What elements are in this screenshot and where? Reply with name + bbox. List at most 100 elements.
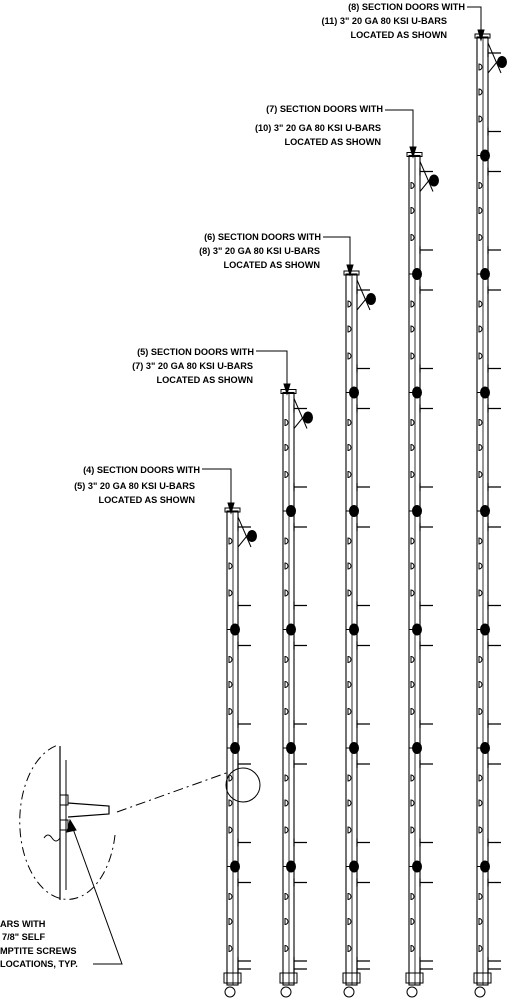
- u-bar: [419, 957, 433, 965]
- detail-note: ARS WITH 7/8" SELF MPTITE SCREWS LOCATIO…: [0, 919, 78, 969]
- screw-mark: [410, 352, 415, 360]
- u-bar: [293, 523, 307, 531]
- u-bar: [419, 404, 433, 413]
- screw-mark: [410, 917, 415, 926]
- screw-mark: [347, 300, 352, 308]
- screw-mark: [478, 325, 483, 333]
- center-line: [116, 771, 230, 813]
- top-roller: [429, 174, 439, 187]
- u-bar: [356, 523, 370, 531]
- u-bar: [237, 957, 251, 965]
- screw-mark: [410, 562, 415, 570]
- door-8-section: [473, 33, 507, 998]
- u-bar: [487, 127, 501, 136]
- screw-mark: [347, 537, 352, 545]
- hinge-roller: [412, 268, 422, 280]
- u-bar: [356, 720, 370, 728]
- u-bar: [487, 641, 501, 650]
- screw-mark: [410, 826, 415, 834]
- u-bar: [419, 601, 433, 610]
- screw-mark: [478, 181, 483, 190]
- bottom-bracket: [405, 972, 424, 984]
- top-cap: [474, 33, 491, 39]
- hinge-roller: [480, 505, 490, 517]
- callout-line: (8) 3" 20 GA 80 KSI U-BARS: [199, 246, 320, 256]
- screw-mark: [410, 470, 415, 479]
- top-bracket: [237, 516, 252, 548]
- screw-mark: [478, 799, 483, 807]
- screw-mark: [410, 325, 415, 333]
- screw-mark: [228, 826, 233, 834]
- u-bar: [419, 965, 433, 973]
- screw-mark: [347, 799, 352, 807]
- bottom-bracket: [473, 972, 492, 984]
- screw-mark: [284, 470, 289, 479]
- callout-line: (6) SECTION DOORS WITH: [204, 232, 321, 242]
- u-bar: [487, 404, 501, 413]
- screw-mark: [347, 655, 352, 664]
- screw-mark: [478, 233, 483, 242]
- u-bar: [419, 167, 433, 176]
- screw-mark: [228, 562, 233, 570]
- screw-mark: [347, 352, 352, 360]
- detail-circle: [19, 744, 116, 900]
- hinge-roller: [349, 860, 359, 873]
- hinge-roller: [286, 742, 296, 754]
- callout-line: (7) SECTION DOORS WITH: [266, 104, 383, 114]
- leader-door-5: [256, 350, 288, 390]
- u-bar: [293, 965, 307, 973]
- screw-mark: [284, 655, 289, 664]
- screw-mark: [478, 892, 483, 901]
- screw-mark: [347, 826, 352, 834]
- top-roller: [497, 56, 507, 68]
- u-bar: [419, 523, 433, 531]
- callout-line: LOCATED AS SHOWN: [285, 137, 382, 147]
- u-bar: [487, 878, 501, 887]
- screw-mark: [478, 206, 483, 215]
- leader-door-4: [202, 468, 232, 509]
- hinge-roller: [349, 742, 359, 754]
- screw-mark: [228, 892, 233, 901]
- door-stile: [408, 154, 421, 986]
- hinge-roller: [286, 505, 296, 517]
- detail-note-line: MPTITE SCREWS: [0, 946, 77, 956]
- screw-mark: [228, 537, 233, 545]
- u-bar: [293, 878, 307, 887]
- hinge-roller: [230, 860, 240, 873]
- callout-line: (5) SECTION DOORS WITH: [137, 347, 254, 357]
- screw-mark: [478, 589, 483, 597]
- u-bar: [356, 838, 370, 847]
- detail-hinge: [59, 794, 69, 806]
- u-bar: [356, 878, 370, 887]
- u-bar: [356, 641, 370, 650]
- u-bar: [293, 404, 307, 413]
- callout-door-6: (6) SECTION DOORS WITH (8) 3" 20 GA 80 K…: [199, 232, 321, 270]
- screw-mark: [228, 707, 233, 716]
- screw-mark: [478, 537, 483, 545]
- hinge-roller: [230, 742, 240, 754]
- screw-mark: [478, 418, 483, 427]
- callout-line: LOCATED AS SHOWN: [157, 375, 254, 385]
- screw-mark: [410, 707, 415, 716]
- screw-mark: [478, 470, 483, 479]
- screw-mark: [284, 774, 289, 782]
- u-bar: [419, 838, 433, 847]
- u-bar: [487, 720, 501, 728]
- screw-mark: [284, 537, 289, 545]
- door-elevations: [223, 33, 507, 998]
- screw-mark: [410, 206, 415, 215]
- arrowhead: [346, 264, 354, 277]
- callout-door-4: (4) SECTION DOORS WITH (5) 3" 20 GA 80 K…: [74, 465, 200, 505]
- callout-line: LOCATED AS SHOWN: [224, 260, 321, 270]
- screw-mark: [410, 443, 415, 452]
- bottom-roller: [406, 986, 418, 998]
- u-bar: [487, 760, 501, 768]
- detail-ubar: [67, 802, 110, 818]
- callout-line: LOCATED AS SHOWN: [351, 30, 448, 40]
- screw-mark: [478, 774, 483, 782]
- hinge-roller: [349, 386, 359, 399]
- screw-mark: [347, 443, 352, 452]
- callout-door-5: (5) SECTION DOORS WITH (7) 3" 20 GA 80 K…: [132, 347, 254, 385]
- u-bar: [356, 601, 370, 610]
- screw-mark: [478, 944, 483, 953]
